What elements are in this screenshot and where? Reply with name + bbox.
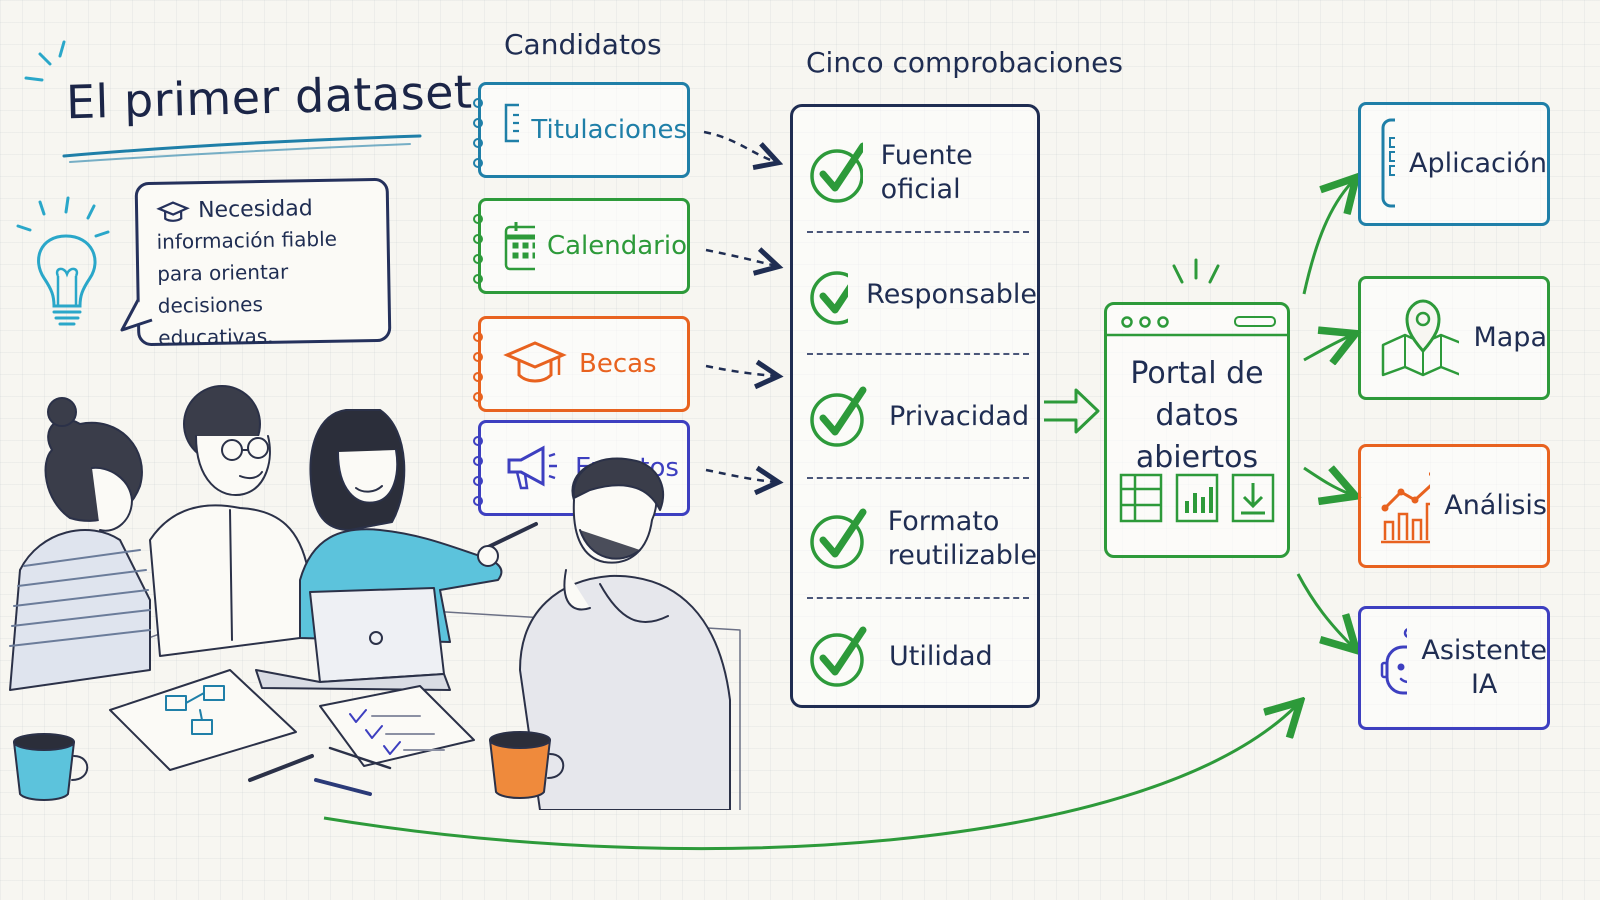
certificate-icon [504, 103, 520, 143]
output-card-mapa[interactable]: Mapa [1358, 276, 1550, 400]
open-data-portal[interactable]: Portal de datos abiertos [1104, 302, 1290, 558]
title-underline [62, 134, 422, 163]
check-label: Formato [887, 506, 1000, 537]
divider [807, 477, 1029, 479]
divider [807, 597, 1029, 599]
need-line: información fiable [156, 226, 338, 254]
check-label: Responsable [866, 279, 1037, 310]
output-card-asistente-ia[interactable]: Asistente IA [1358, 606, 1550, 730]
spiral-binding [473, 332, 483, 402]
page-title: El primer dataset [65, 64, 474, 130]
divider [807, 353, 1029, 355]
portal-title: datos abiertos [1135, 398, 1259, 475]
map-pin-icon [1381, 299, 1460, 377]
output-label: IA [1470, 669, 1498, 700]
candidate-label: Titulaciones [531, 115, 687, 145]
need-heading: Necesidad [197, 196, 313, 224]
graduation-cap-icon [156, 200, 190, 222]
need-line: para orientar [156, 259, 289, 286]
output-card-aplicacion[interactable]: Aplicación [1358, 102, 1550, 226]
output-label: Mapa [1473, 322, 1547, 353]
calendar-icon [504, 222, 535, 271]
candidate-label: Calendario [546, 231, 687, 261]
need-line: decisiones educativas. [157, 292, 274, 350]
check-label: Fuente oficial [880, 140, 973, 205]
check-item-fuente-oficial: Fuente oficial [793, 113, 1037, 233]
bubble-tail [120, 299, 153, 332]
checkmark-icon [810, 508, 867, 569]
growth-chart-icon [1381, 472, 1431, 544]
double-arrow-icon [1044, 388, 1100, 434]
bar-chart-icon [1175, 473, 1219, 523]
checkmark-icon [810, 626, 867, 687]
candidates-label: Candidatos [504, 28, 662, 61]
divider [807, 231, 1029, 233]
graduation-cap-icon [503, 341, 567, 383]
candidate-card-becas[interactable]: Becas [473, 316, 690, 412]
spiral-binding [473, 98, 483, 168]
check-label: Privacidad [889, 401, 1030, 432]
browser-bar [1107, 316, 1289, 337]
spiral-binding [473, 214, 483, 284]
highlight-marks [1172, 258, 1220, 284]
team-meeting-illustration [9, 385, 741, 810]
checkmark-icon [810, 386, 867, 447]
candidate-arrows [703, 130, 788, 500]
output-card-analisis[interactable]: Análisis [1358, 444, 1550, 568]
need-bubble: Necesidad información fiable para orient… [134, 177, 392, 350]
checks-label: Cinco comprobaciones [806, 46, 1123, 79]
portal-title: Portal de [1130, 356, 1264, 391]
table-icon [1119, 473, 1163, 523]
robot-icon [1380, 628, 1408, 695]
output-label: Asistente [1421, 635, 1547, 666]
checkmark-icon [810, 142, 863, 203]
megaphone-icon [507, 445, 557, 490]
spiral-binding [473, 436, 483, 506]
check-item-privacidad: Privacidad [793, 357, 1037, 477]
lightbulb-icon [16, 196, 110, 326]
sparkle-icon [24, 40, 66, 82]
mobile-app-icon [1381, 118, 1396, 208]
output-label: Aplicación [1409, 148, 1547, 179]
check-label: Utilidad [889, 641, 993, 672]
download-icon [1231, 473, 1275, 523]
check-item-responsable: Responsable [793, 235, 1037, 355]
candidate-card-titulaciones[interactable]: Titulaciones [473, 82, 690, 178]
candidate-label: Becas [579, 349, 657, 379]
checks-panel: Fuente oficial Responsable Privacidad Fo… [790, 104, 1040, 708]
check-item-utilidad: Utilidad [793, 597, 1037, 717]
checkmark-icon [810, 271, 849, 325]
candidate-card-calendario[interactable]: Calendario [473, 198, 690, 294]
check-item-formato-reutilizable: Formato reutilizable [793, 479, 1037, 599]
output-label: Análisis [1444, 490, 1547, 521]
check-label: reutilizable [887, 540, 1037, 571]
